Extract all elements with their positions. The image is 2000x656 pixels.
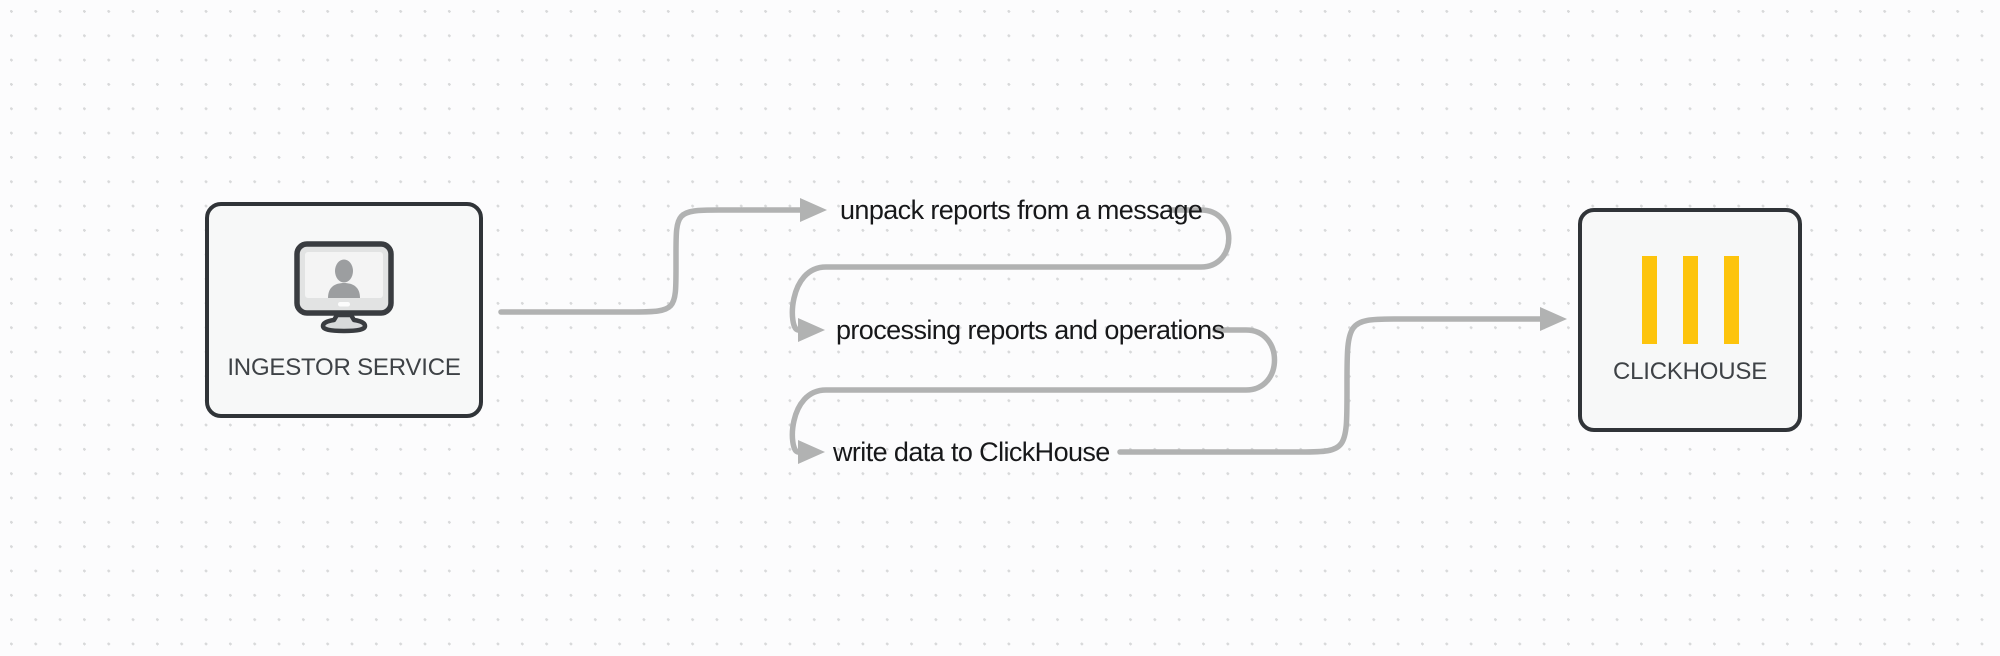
clickhouse-logo-bar bbox=[1682, 256, 1698, 344]
clickhouse-logo-bar bbox=[1641, 256, 1657, 344]
arrowhead-icon bbox=[798, 440, 825, 464]
arrowhead-icon bbox=[800, 198, 827, 222]
flow-step-label-1: unpack reports from a message bbox=[840, 195, 1203, 225]
connector-step2-to-step3 bbox=[789, 327, 1278, 455]
arrowhead-icon bbox=[798, 318, 825, 342]
arrowhead-icon bbox=[1540, 307, 1567, 331]
flow-step-label-2: processing reports and operations bbox=[836, 315, 1225, 345]
monitor-user-icon bbox=[293, 240, 395, 340]
clickhouse-logo-bar bbox=[1723, 256, 1739, 344]
node-clickhouse: CLICKHOUSE bbox=[1578, 208, 1802, 432]
connector-ingestor-to-step1 bbox=[498, 207, 803, 315]
flow-step-label-3: write data to ClickHouse bbox=[833, 437, 1110, 467]
clickhouse-node-label: CLICKHOUSE bbox=[1612, 358, 1768, 385]
clickhouse-logo-icon bbox=[1641, 256, 1739, 344]
node-ingestor-service: INGESTOR SERVICE bbox=[205, 202, 483, 418]
connector-step1-to-step2 bbox=[789, 207, 1232, 333]
ingestor-node-label: INGESTOR SERVICE bbox=[227, 353, 461, 381]
